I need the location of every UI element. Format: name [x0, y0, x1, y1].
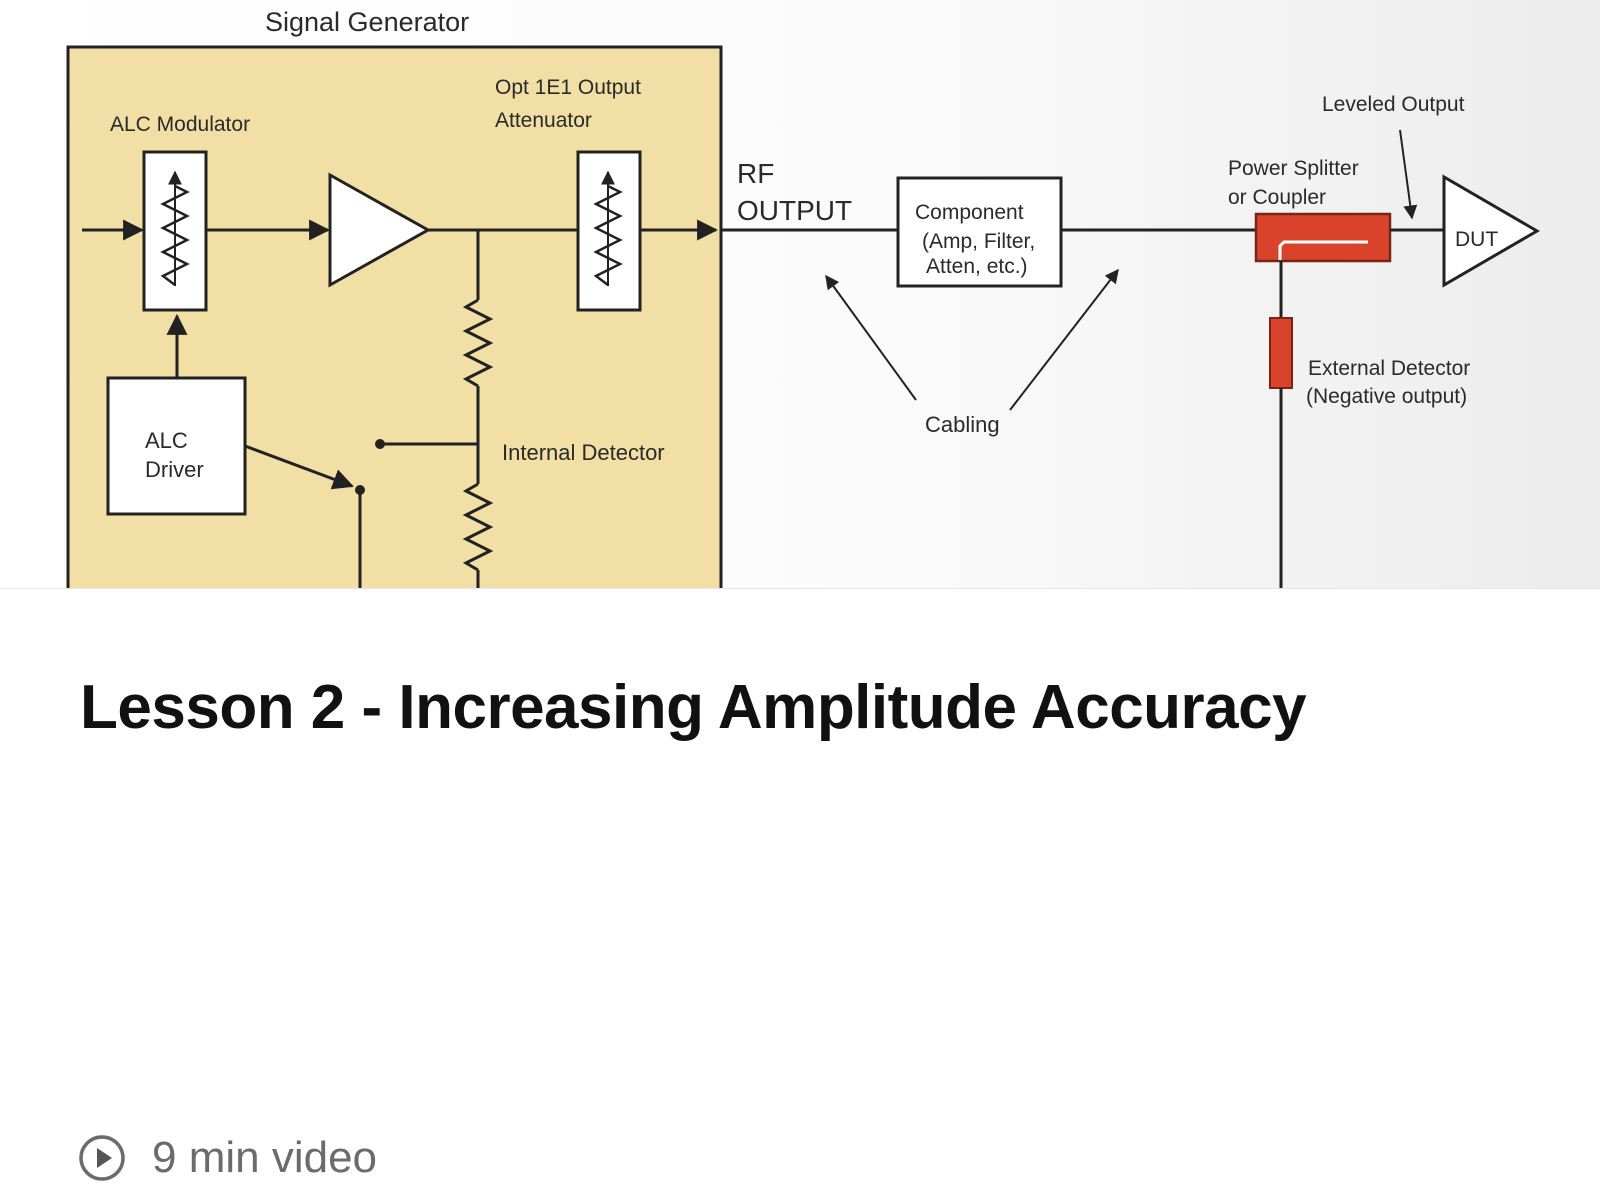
ext-detector-label-1: External Detector: [1308, 357, 1470, 380]
dut-triangle: [1442, 174, 1540, 288]
attenuator-label-1: Opt 1E1 Output: [495, 76, 641, 99]
splitter-label-1: Power Splitter: [1228, 157, 1359, 180]
attenuator-label-2: Attenuator: [495, 109, 592, 132]
lesson-thumbnail[interactable]: Signal Generator ALC Modulator Opt 1E1 O…: [0, 0, 1600, 589]
splitter-label-2: or Coupler: [1228, 186, 1326, 209]
component-box: [896, 176, 1063, 288]
lesson-meta: 9 min video: [78, 1133, 377, 1183]
video-duration: 9 min video: [152, 1133, 378, 1182]
component-label-1: Component: [915, 201, 1024, 224]
rf-output-label-1: RF: [737, 158, 774, 189]
internal-detector-label: Internal Detector: [502, 440, 665, 465]
lesson-title[interactable]: Lesson 2 - Increasing Amplitude Accuracy: [80, 673, 1307, 742]
rf-output-label-2: OUTPUT: [737, 195, 852, 226]
leveled-output-label: Leveled Output: [1322, 93, 1465, 116]
coupler-box: [1254, 212, 1392, 263]
alc-driver-label-1: ALC: [145, 428, 188, 453]
signal-generator-diagram: Signal Generator ALC Modulator Opt 1E1 O…: [66, 7, 1540, 588]
component-label-2: (Amp, Filter,: [922, 230, 1035, 253]
alc-driver-box: [106, 376, 247, 516]
signal-generator-title: Signal Generator: [265, 7, 469, 37]
ext-detector-label-2: (Negative output): [1306, 385, 1467, 408]
alc-driver-label-2: Driver: [145, 457, 204, 482]
play-circle-icon: [79, 1135, 125, 1181]
dut-label: DUT: [1455, 228, 1498, 251]
cabling-label: Cabling: [925, 412, 1000, 437]
component-label-3: Atten, etc.): [926, 255, 1028, 278]
amplifier-triangle: [328, 172, 432, 288]
alc-modulator-label: ALC Modulator: [110, 113, 250, 136]
external-detector-box: [1269, 317, 1293, 389]
